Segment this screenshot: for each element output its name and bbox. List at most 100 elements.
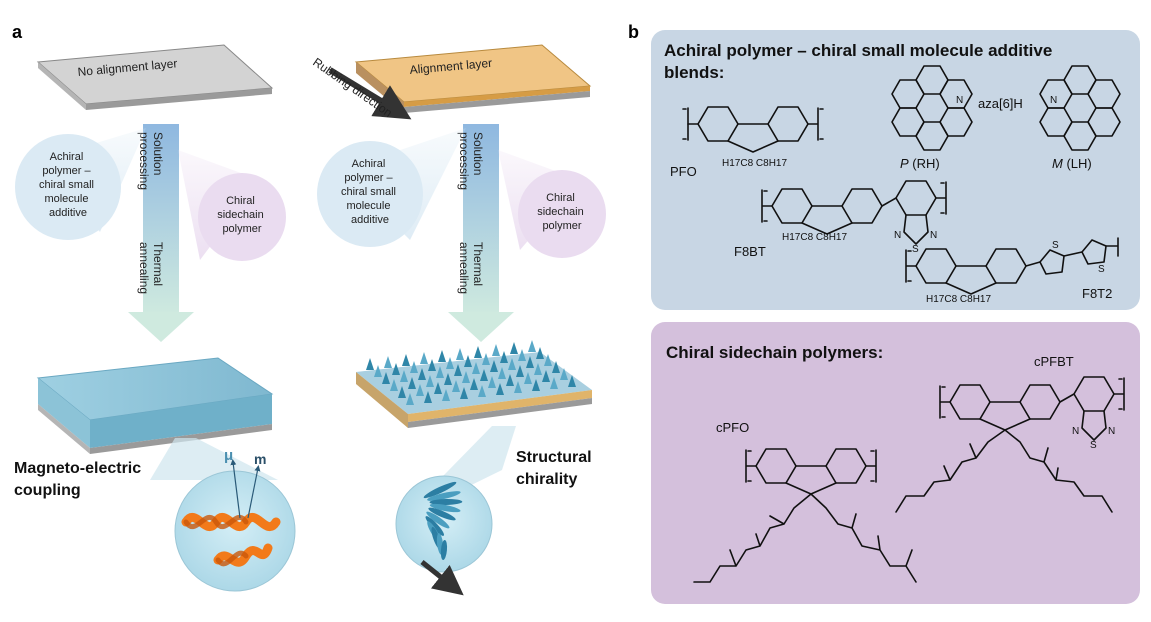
- p-helicene-structure: N P (RH): [891, 65, 973, 171]
- helix-spike: [374, 365, 382, 377]
- helix-spike: [550, 377, 558, 389]
- p-atom-n: N: [956, 95, 963, 106]
- f8bt-atom-n1: N: [894, 230, 901, 241]
- helix-spike: [474, 346, 482, 358]
- f8bt-sidechain-text: H17C8 C8H17: [782, 232, 847, 243]
- aza-label: aza[6]H: [978, 96, 1023, 111]
- f8bt-atom-s: S: [912, 244, 919, 255]
- helix-spike: [452, 380, 460, 392]
- magneto-lens: μ m: [174, 447, 296, 592]
- helix-spike: [524, 372, 532, 384]
- helix-spike: [462, 371, 470, 383]
- cpfbt-structure: S N N cPFBT: [895, 354, 1125, 513]
- helix-spike: [480, 369, 488, 381]
- left-solution-processing: Solution processing: [137, 132, 165, 190]
- helix-field: [366, 340, 576, 405]
- helix-spike: [490, 360, 498, 372]
- left-bubble-achiral: Achiral polymer – chiral small molecule …: [15, 134, 121, 240]
- twist-layer: [440, 540, 448, 560]
- helix-spike: [410, 361, 418, 373]
- helix-spike: [408, 377, 416, 389]
- helix-spike: [552, 361, 560, 373]
- mu-vector: [230, 459, 241, 519]
- helix-spike: [442, 389, 450, 401]
- blends-title: Achiral polymer – chiral small molecule …: [664, 41, 1057, 82]
- helix-spike: [536, 347, 544, 359]
- helix-spike: [492, 344, 500, 356]
- panel-a-label: a: [12, 22, 23, 42]
- helix-spike: [456, 348, 464, 360]
- twist-layer: [428, 507, 456, 521]
- right-thermal-annealing: Thermal annealing: [457, 242, 485, 294]
- helix-spike: [400, 370, 408, 382]
- helix-spike: [438, 350, 446, 362]
- cpfbt-label: cPFBT: [1034, 354, 1074, 369]
- left-bubble-chiral: Chiral sidechain polymer: [198, 173, 286, 261]
- right-solution-processing: Solution processing: [457, 132, 485, 190]
- p-helicene-label: P (RH): [900, 156, 940, 171]
- svg-text:Achiral polymer –: Achiral polymer – chiral small molecule …: [39, 151, 97, 219]
- cpfbt-atom-s: S: [1090, 440, 1097, 451]
- helix-spike: [514, 381, 522, 393]
- f8t2-label: F8T2: [1082, 286, 1112, 301]
- structural-chirality-label: Structural chirality: [516, 449, 596, 488]
- f8t2-atom-s2: S: [1098, 264, 1105, 275]
- blends-box: [651, 30, 1140, 310]
- pfo-label: PFO: [670, 164, 697, 179]
- helix-spike: [398, 386, 406, 398]
- f8t2-structure: S S H17C8 C8H17 F8T2: [905, 237, 1119, 305]
- helix-spike: [508, 358, 516, 370]
- twist-layer: [429, 503, 461, 513]
- helix-spike: [534, 363, 542, 375]
- alignment-slab: Alignment layer: [354, 44, 592, 113]
- helix-spike: [384, 356, 392, 368]
- twist-layer: [427, 491, 461, 501]
- f8bt-label: F8BT: [734, 244, 766, 259]
- helix-spike: [510, 342, 518, 354]
- twist-layer: [426, 511, 450, 529]
- left-thermal-annealing: Thermal annealing: [137, 242, 165, 294]
- orange-helix-1: [181, 513, 281, 531]
- helix-spike: [420, 352, 428, 364]
- magneto-lens-cone: [150, 438, 278, 480]
- m-helicene-label: M (LH): [1052, 156, 1092, 171]
- helix-spike: [516, 365, 524, 377]
- m-vector: [247, 465, 261, 519]
- cpfo-label: cPFO: [716, 420, 749, 435]
- helix-spike: [426, 375, 434, 387]
- mu-label: μ: [224, 447, 233, 464]
- helix-spike: [464, 355, 472, 367]
- right-bubble-chiral: Chiral sidechain polymer: [518, 170, 606, 258]
- helix-spike: [416, 384, 424, 396]
- helix-spike: [542, 370, 550, 382]
- pfo-sidechain-text: H17C8 C8H17: [722, 158, 787, 169]
- right-process-arrow: Solution processing Thermal annealing: [448, 124, 514, 342]
- helix-spike: [390, 379, 398, 391]
- magneto-electric-label: Magneto-electric coupling: [14, 460, 146, 499]
- m-atom-n: N: [1050, 95, 1057, 106]
- sidechain-box: [651, 322, 1140, 604]
- helix-spike: [392, 363, 400, 375]
- helix-spike: [444, 373, 452, 385]
- panel-b-label: b: [628, 22, 639, 42]
- magneto-slab: [36, 357, 274, 454]
- helix-spike: [488, 376, 496, 388]
- helix-spike: [532, 379, 540, 391]
- helix-spike: [472, 362, 480, 374]
- helix-spike: [544, 354, 552, 366]
- m-label: m: [254, 451, 266, 467]
- twist-layer: [425, 516, 445, 536]
- chirality-lens: [395, 475, 493, 596]
- no-alignment-slab: No alignment layer: [36, 44, 274, 110]
- helix-spike: [428, 359, 436, 371]
- helix-axis-arrow: [420, 560, 464, 596]
- helix-spike: [506, 374, 514, 386]
- helix-spike: [454, 364, 462, 376]
- helix-spike: [418, 368, 426, 380]
- svg-text:Chiral sidechain p: Chiral sidechain polymer: [537, 192, 587, 232]
- helix-spike: [568, 375, 576, 387]
- f8t2-atom-s1: S: [1052, 240, 1059, 251]
- m-helicene-structure: N M (LH): [1039, 65, 1121, 171]
- twist-stack: [423, 481, 463, 560]
